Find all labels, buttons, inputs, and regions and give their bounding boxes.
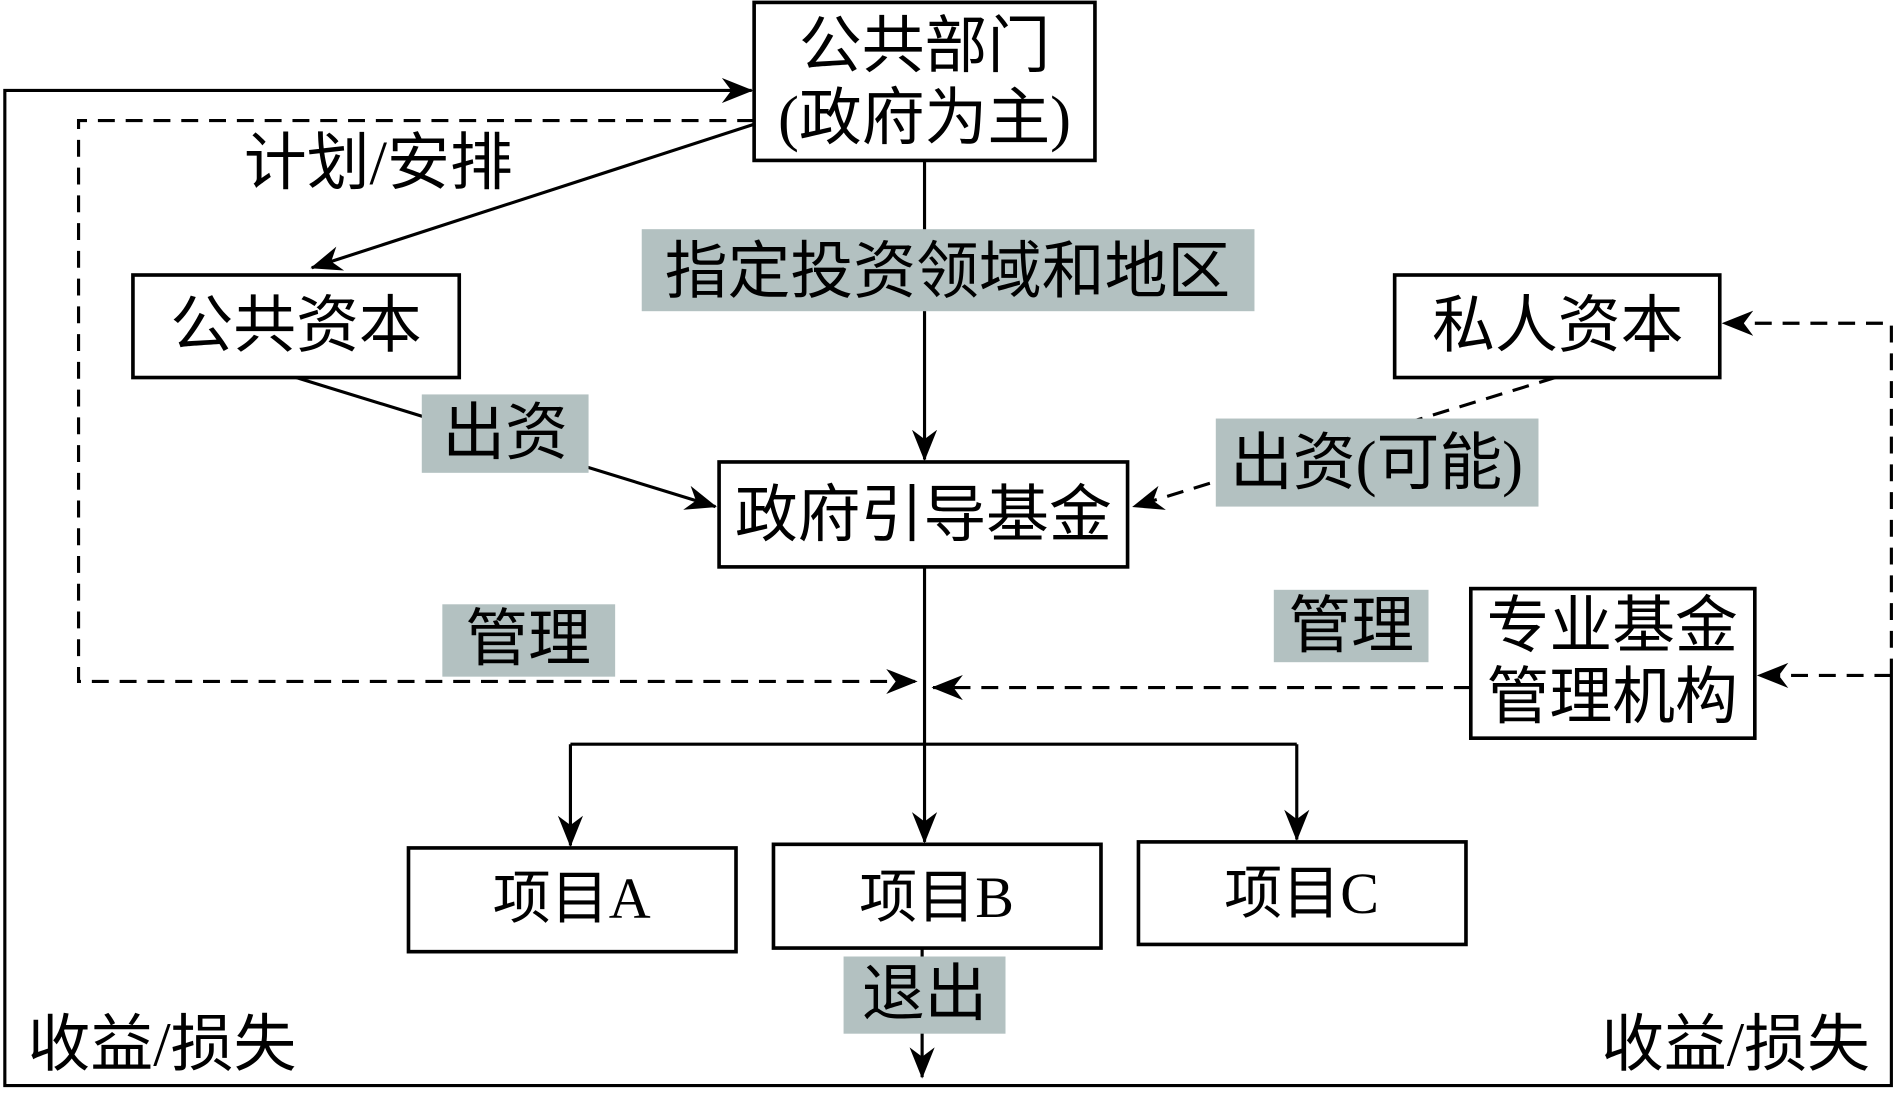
return-to-private-capital-line [1721, 310, 1893, 676]
invest-public-label: 出资 [421, 394, 589, 473]
invest-public-label-text: 出资 [442, 398, 568, 468]
designate-label-bg [641, 229, 1255, 312]
guide-fund-label: 政府引导基金 [735, 480, 1112, 550]
invest-private-label-text: 出资(可能) [1230, 428, 1523, 498]
exit-label-bg [843, 956, 1006, 1034]
manage-right-label-text: 管理 [1288, 591, 1414, 661]
exit-label-text: 退出 [862, 959, 988, 1029]
exit-label: 退出 [843, 956, 1006, 1034]
plan-label: 计划/安排 [244, 128, 513, 198]
fund-manager-label-line2: 管理机构 [1487, 662, 1738, 732]
designate-label-text: 指定投资领域和地区 [665, 236, 1230, 306]
fund-manager-node: 专业基金 管理机构 [1468, 586, 1757, 740]
project-c-label: 项目C [1224, 861, 1379, 926]
manage-right-label: 管理 [1273, 589, 1429, 663]
manage-left-label-bg [442, 604, 616, 677]
invest-public-label-bg [421, 394, 589, 473]
guide-fund-node: 政府引导基金 [717, 460, 1130, 569]
private-capital-label: 私人资本 [1432, 291, 1683, 361]
manage-left-label-text: 管理 [465, 604, 591, 674]
private-capital-node: 私人资本 [1392, 273, 1722, 380]
project-c-node: 项目C [1136, 840, 1468, 947]
fund-manager-label-line1: 专业基金 [1487, 591, 1738, 661]
return-left-label: 收益/损失 [28, 1010, 297, 1080]
project-b-node: 项目B [771, 842, 1103, 950]
public-capital-node: 公共资本 [131, 273, 462, 380]
project-b-label: 项目B [859, 865, 1014, 930]
plan-arrow [310, 122, 755, 271]
return-right-label: 收益/损失 [1601, 1010, 1870, 1080]
public-sector-label-line2: (政府为主) [778, 83, 1071, 153]
invest-private-label-bg [1215, 418, 1539, 507]
invest-private-label: 出资(可能) [1215, 418, 1539, 507]
project-a-node: 项目A [406, 846, 738, 954]
public-sector-label-line1: 公共部门 [799, 11, 1050, 81]
private-invest-arrow [1132, 376, 1556, 510]
public-sector-node: 公共部门 (政府为主) [752, 0, 1097, 163]
project-a-label: 项目A [493, 866, 651, 931]
manage-left-label: 管理 [442, 604, 616, 677]
manage-left-line [76, 119, 918, 695]
return-loop-line [3, 77, 1893, 1088]
manage-right-label-bg [1273, 589, 1429, 663]
public-capital-label: 公共资本 [170, 291, 421, 361]
designate-label: 指定投资领域和地区 [641, 229, 1255, 312]
